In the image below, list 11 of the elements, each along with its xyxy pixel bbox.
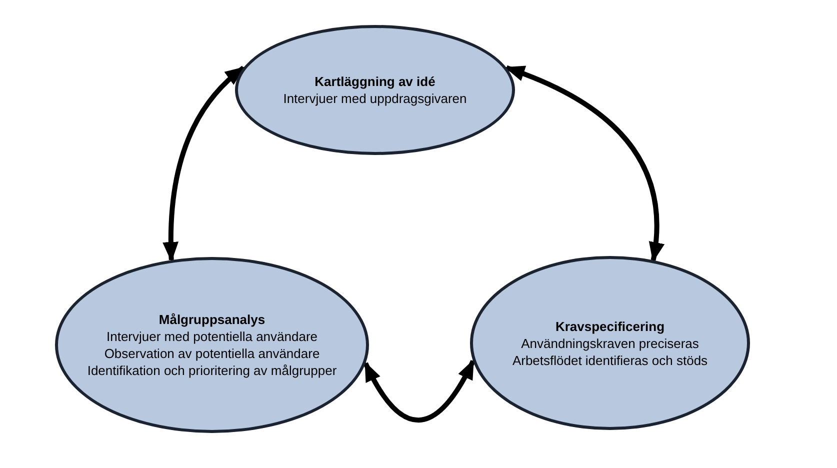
node-text: Användningskraven preciseras [521,334,699,352]
node-text: Identifikation och prioritering av målgrupper [87,362,337,379]
node-text: Arbetsflödet identifieras och stöds [512,352,708,368]
node-text: Intervjuer med potentiella användare [106,328,318,345]
node-title: Kartläggning av idé [314,73,436,90]
node-text: Intervjuer med uppdragsgivaren [283,90,467,107]
curved-arrow [504,65,664,262]
node-title: Målgruppsanalys [158,311,266,328]
curved-arrow [363,359,476,423]
node-title: Kravspecificering [555,318,665,334]
node-text: Observation av potentiella användare [104,345,320,362]
